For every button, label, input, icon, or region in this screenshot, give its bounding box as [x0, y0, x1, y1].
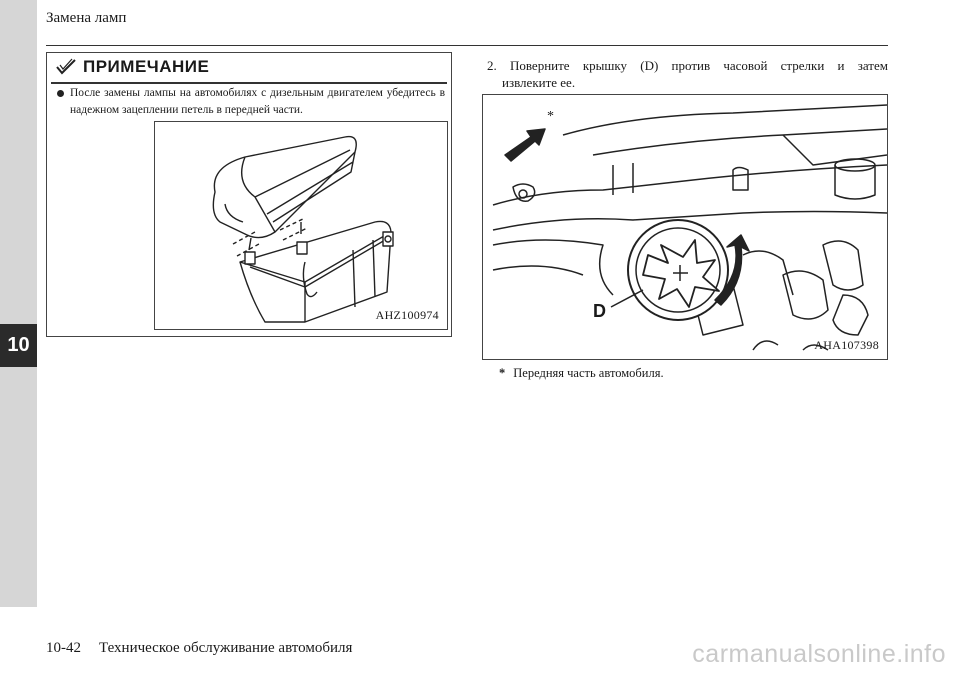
figure-headlamp-cover: D * AHA107398 — [482, 94, 888, 360]
chapter-number: 10 — [7, 334, 30, 356]
step-word: крышку — [582, 58, 628, 73]
step-word: Поверните — [509, 58, 570, 73]
step-word: против — [671, 58, 711, 73]
note-rule — [51, 82, 447, 84]
figure-air-cleaner: AHZ100974 — [154, 121, 448, 330]
step-number: 2. — [487, 58, 497, 73]
step-word: и — [837, 58, 845, 73]
step-line-2: извлеките ее. — [502, 75, 576, 90]
page-header-title: Замена ламп — [46, 10, 127, 26]
figure-code: AHA107398 — [814, 338, 879, 352]
note-text: После замены лампы на автомобилях с дизе… — [70, 87, 445, 116]
headlamp-cover-illustration — [492, 104, 887, 351]
page-number: 10-42 — [46, 640, 81, 656]
footnote-text: Передняя часть автомобиля. — [513, 366, 664, 380]
step-word: (D) — [640, 58, 659, 73]
step-word: стрелки — [780, 58, 825, 73]
note-header: ПРИМЕЧАНИЕ — [55, 57, 209, 77]
figure-code: AHZ100974 — [375, 308, 439, 322]
footnote: * Передняя часть автомобиля. — [499, 366, 664, 381]
step-line-1: 2. Поверните крышку (D) против часовой с… — [487, 57, 888, 74]
step-word: затем — [857, 58, 888, 73]
watermark: carmanualsonline.info — [692, 640, 946, 668]
bullet-icon — [57, 90, 64, 97]
note-body: После замены лампы на автомобилях с дизе… — [57, 85, 445, 119]
note-box: ПРИМЕЧАНИЕ После замены лампы на автомоб… — [46, 52, 452, 337]
step-2-text: 2. Поверните крышку (D) против часовой с… — [487, 57, 888, 91]
step-word: часовой — [723, 58, 768, 73]
footnote-mark: * — [499, 366, 506, 380]
callout-d-label: D — [593, 301, 606, 321]
check-icon — [56, 58, 76, 75]
chapter-tab: 10 — [0, 324, 37, 367]
header-rule — [46, 45, 888, 46]
air-cleaner-illustration — [212, 135, 394, 323]
page-footer: 10-42 Техническое обслуживание автомобил… — [46, 640, 352, 657]
note-title: ПРИМЕЧАНИЕ — [83, 57, 210, 76]
footer-section: Техническое обслуживание автомобиля — [99, 640, 353, 656]
side-band — [0, 0, 37, 607]
front-marker: * — [547, 109, 554, 124]
